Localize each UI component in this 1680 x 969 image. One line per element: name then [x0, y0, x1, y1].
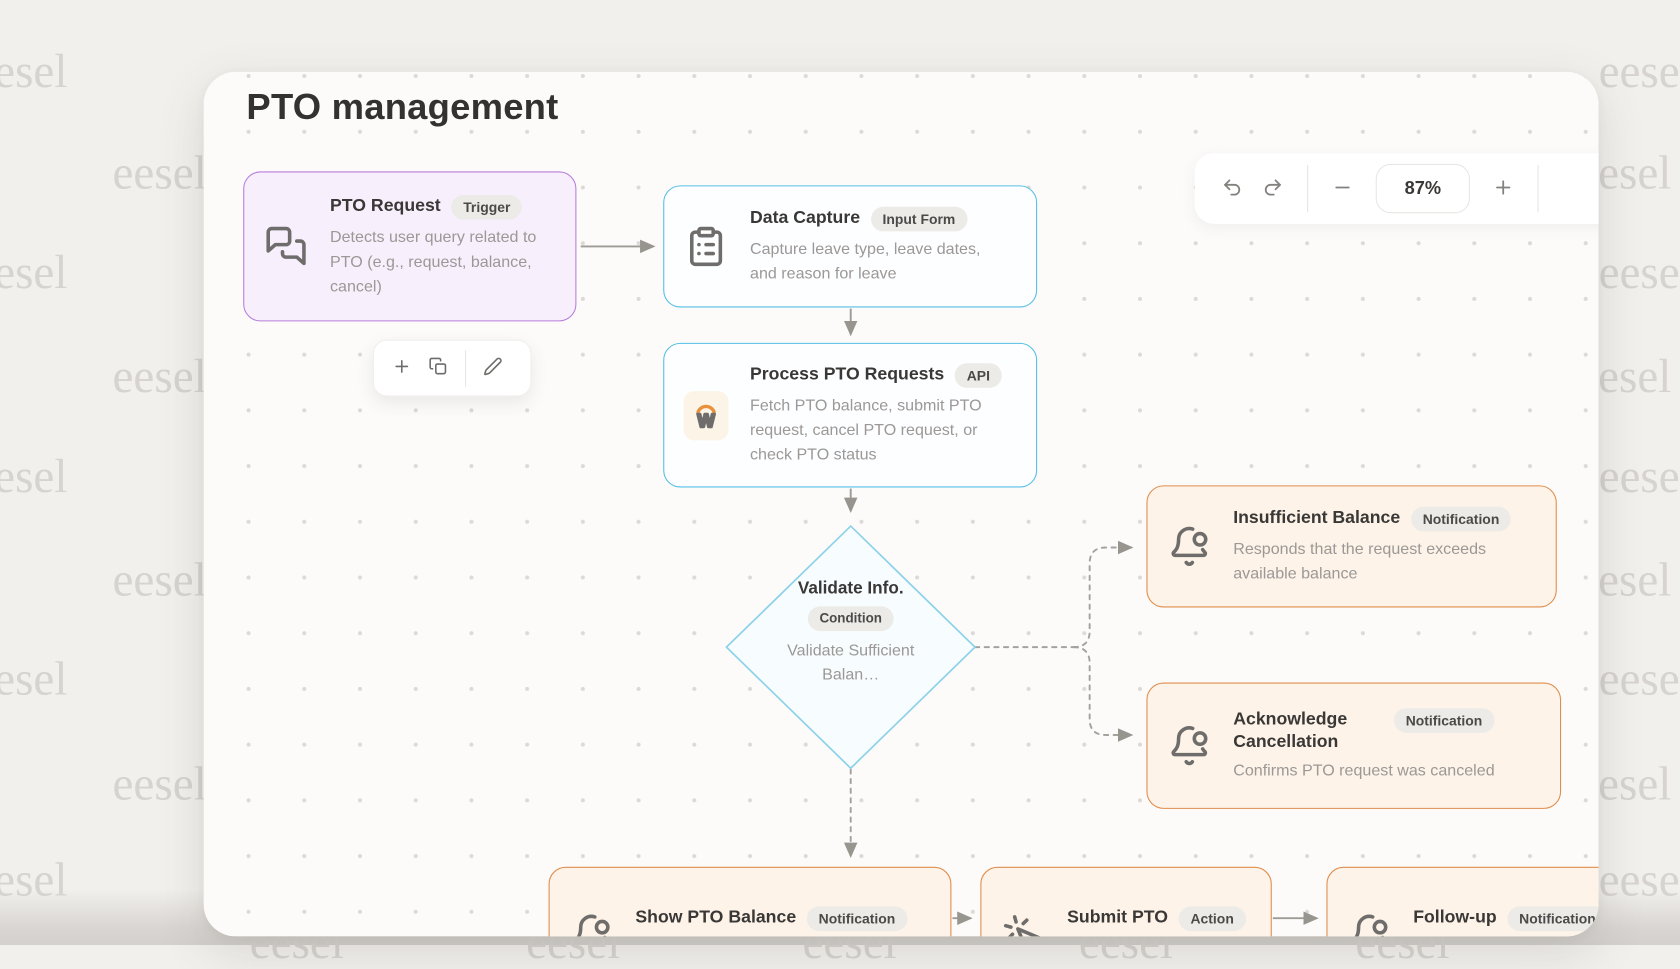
node-description: Fetch PTO balance, submit PTO request, c…: [750, 393, 1009, 467]
duplicate-node-button[interactable]: [420, 350, 456, 386]
node-title: Data Capture: [750, 207, 860, 230]
plus-icon: [392, 357, 411, 380]
chat-bubbles-icon: [264, 225, 309, 268]
workflow-node-insufficient-balance[interactable]: Insufficient Balance Notification Respon…: [1146, 485, 1556, 607]
copy-icon: [429, 357, 448, 380]
node-title: Process PTO Requests: [750, 363, 944, 386]
watermark: eesel: [1599, 857, 1680, 904]
plus-icon: [1493, 176, 1514, 201]
node-description: Confirms PTO request was canceled: [1233, 759, 1541, 784]
node-title: Validate Info.: [744, 578, 958, 601]
add-node-button[interactable]: [384, 350, 420, 386]
workflow-node-data-capture[interactable]: Data Capture Input Form Capture leave ty…: [663, 185, 1037, 307]
node-title: Insufficient Balance: [1233, 507, 1400, 530]
toolbar-divider: [1538, 165, 1539, 212]
node-type-badge: Condition: [808, 606, 894, 630]
node-type-badge: Notification: [1507, 906, 1598, 931]
toolbar-divider: [1307, 165, 1308, 212]
node-description: Validate Sufficient Balan…: [760, 639, 942, 686]
pencil-icon: [483, 357, 502, 380]
zoom-in-button[interactable]: [1483, 168, 1524, 209]
watermark: eesel: [1599, 453, 1680, 500]
watermark: eesel: [1599, 656, 1680, 703]
dashed-condition-to-insufficient: [1074, 548, 1132, 648]
cursor-click-icon: [1001, 912, 1046, 936]
app-background: eesel eesel eesel eesel eesel eesel eesel eesel…: [0, 0, 1680, 945]
redo-button[interactable]: [1253, 168, 1294, 209]
workflow-node-follow-up[interactable]: Follow-up Notification Follow-up notific…: [1326, 867, 1598, 937]
workflow-canvas[interactable]: PTO management PTO Request Trigger Detec…: [204, 72, 1599, 937]
watermark: eesel: [0, 453, 67, 500]
zoom-level[interactable]: 87%: [1376, 164, 1470, 213]
node-type-badge: Input Form: [871, 207, 967, 232]
node-title: Submit PTO: [1067, 906, 1168, 929]
clipboard-icon: [684, 225, 729, 268]
watermark: eesel: [113, 150, 207, 197]
watermark: eesel: [1599, 48, 1680, 95]
node-type-badge: API: [955, 363, 1002, 388]
node-description: Capture leave type, leave dates, and rea…: [750, 237, 1009, 286]
page-title: PTO management: [246, 87, 558, 129]
node-type-badge: Notification: [1411, 507, 1511, 532]
watermark: eesel: [1599, 250, 1680, 297]
undo-icon: [1221, 176, 1242, 201]
bell-dot-icon: [1347, 912, 1392, 936]
node-type-badge: Notification: [1394, 708, 1494, 733]
toolbar-divider: [465, 350, 466, 386]
node-title: PTO Request: [330, 194, 441, 217]
zoom-out-button[interactable]: [1322, 168, 1363, 209]
node-type-badge: Trigger: [451, 194, 522, 219]
watermark: eesel: [113, 761, 207, 808]
minus-icon: [1332, 176, 1353, 201]
redo-icon: [1262, 176, 1283, 201]
workflow-node-acknowledge-cancellation[interactable]: Acknowledge Cancellation Notification Co…: [1146, 683, 1561, 809]
node-title: Acknowledge Cancellation: [1233, 708, 1383, 753]
watermark: eesel: [0, 857, 67, 904]
node-title: Follow-up: [1413, 906, 1496, 929]
undo-button[interactable]: [1212, 168, 1253, 209]
node-description: Detects user query related to PTO (e.g.,…: [330, 224, 556, 298]
node-title: Show PTO Balance: [635, 906, 796, 929]
workflow-node-process-pto-requests[interactable]: W Process PTO Requests API Fetch PTO bal…: [663, 343, 1037, 488]
edit-node-button[interactable]: [475, 350, 511, 386]
bell-dot-icon: [1167, 724, 1212, 767]
watermark: eesel: [113, 354, 207, 401]
watermark: eesel: [0, 48, 67, 95]
workflow-node-pto-request[interactable]: PTO Request Trigger Detects user query r…: [243, 171, 576, 321]
workday-icon: W: [684, 391, 729, 440]
canvas-toolbar: 87%: [1195, 153, 1599, 224]
watermark: eesel: [0, 656, 67, 703]
dashed-condition-to-acknowledge: [1074, 647, 1132, 735]
bell-dot-icon: [569, 912, 614, 936]
node-type-badge: Action: [1179, 906, 1246, 931]
watermark: eesel: [0, 250, 67, 297]
watermark: eesel: [113, 557, 207, 604]
workflow-node-show-pto-balance[interactable]: Show PTO Balance Notification Responds t…: [549, 867, 952, 937]
workday-letter: W: [697, 410, 715, 430]
node-description: Responds that the request exceeds availa…: [1233, 537, 1512, 586]
workflow-node-submit-pto[interactable]: Submit PTO Action Submit for approval: [980, 867, 1271, 937]
node-actions-toolbar: [373, 340, 532, 397]
node-type-badge: Notification: [807, 906, 907, 931]
bell-dot-icon: [1167, 525, 1212, 568]
workflow-node-validate-info[interactable]: Validate Info. Condition Validate Suffic…: [744, 578, 958, 687]
